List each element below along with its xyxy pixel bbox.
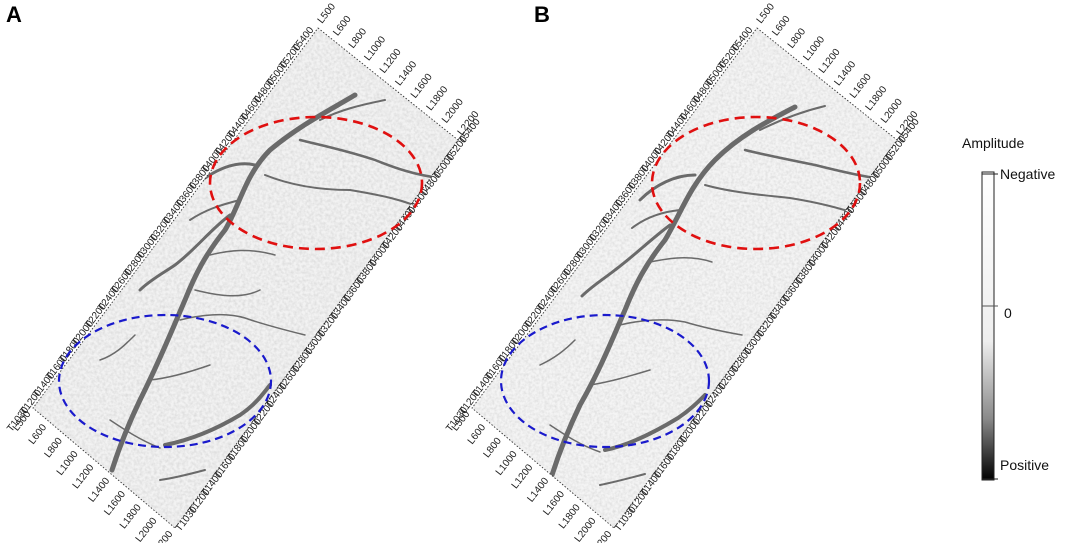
- panel-a-tick-l-bottom-5: L1400: [86, 475, 112, 504]
- panel-b-tick-l-bottom-2: L800: [482, 435, 505, 460]
- panel-b-tick-l-bottom-7: L1800: [557, 502, 583, 531]
- panel-b-tick-l-bottom-1: L600: [466, 422, 489, 447]
- panel-b-label: B: [534, 2, 550, 27]
- panel-a-tick-l-bottom-3: L1000: [55, 449, 81, 478]
- legend-positive-label: Positive: [1000, 457, 1049, 473]
- panel-b-tick-l-bottom-4: L1200: [510, 462, 536, 491]
- panel-a-tick-l-bottom-1: L600: [27, 422, 50, 447]
- panel-b-tick-l-top-1: L600: [770, 14, 793, 39]
- panel-a-tick-l-bottom-4: L1200: [71, 462, 97, 491]
- panel-b-tick-l-bottom-6: L1600: [541, 489, 567, 518]
- panel-a-tick-l-top-2: L800: [347, 26, 370, 51]
- panel-a-label: A: [6, 2, 22, 27]
- legend-zero-label: 0: [1004, 305, 1012, 321]
- panel-a-map: [33, 28, 458, 528]
- panel-a-tick-l-top-0: L500: [316, 1, 339, 26]
- panel-b-tick-l-bottom-3: L1000: [494, 449, 520, 478]
- legend-title: Amplitude: [962, 135, 1024, 151]
- panel-a-outline: [32, 27, 459, 529]
- panel-b-tick-l-bottom-5: L1400: [525, 475, 551, 504]
- panel-b-tick-l-bottom-8: L2000: [573, 515, 599, 543]
- panel-a-tick-l-bottom-6: L1600: [102, 489, 128, 518]
- panel-b-tick-l-bottom-9: L2200: [589, 529, 615, 543]
- panel-b-tick-l-top-0: L500: [755, 1, 778, 26]
- panel-a-lower-ellipse: [57, 313, 273, 449]
- panel-b-map: [472, 28, 897, 528]
- panel-a-tick-l-top-1: L600: [331, 14, 354, 39]
- panel-b-tick-l-top-2: L800: [786, 26, 809, 51]
- panel-b-tick-l-top-8: L2000: [879, 96, 905, 125]
- panel-b-outline: [471, 27, 898, 529]
- panel-a-tick-l-bottom-7: L1800: [118, 502, 144, 531]
- panel-b-upper-ellipse: [650, 115, 862, 251]
- panel-b-channels: [539, 104, 877, 486]
- legend-negative-label: Negative: [1000, 166, 1055, 182]
- panel-a-tick-l-bottom-2: L800: [43, 435, 66, 460]
- legend-colorbar: [981, 171, 995, 481]
- panel-a-tick-l-bottom-9: L2200: [150, 529, 176, 543]
- panel-a-tick-l-top-8: L2000: [440, 96, 466, 125]
- amplitude-legend: Amplitude Negative 0 Positive: [962, 135, 1055, 481]
- panel-a-tick-l-bottom-8: L2000: [134, 515, 160, 543]
- panel-b-lower-ellipse: [499, 313, 711, 449]
- panel-a-upper-ellipse: [208, 115, 424, 251]
